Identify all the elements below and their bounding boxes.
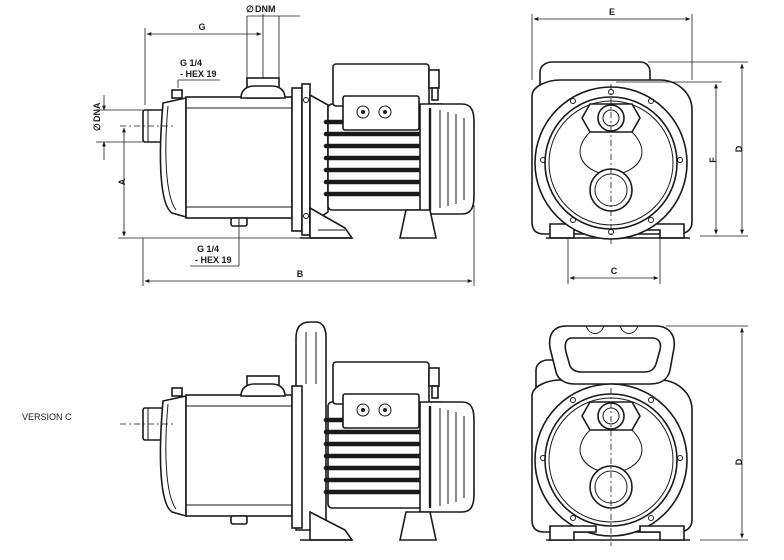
dimension-g-label: G xyxy=(198,22,205,32)
side-view-standard xyxy=(120,63,475,239)
front-view-version-c xyxy=(531,325,693,546)
dimension-dnm-label: DNM xyxy=(255,4,276,14)
dimension-c-label: C xyxy=(611,266,618,276)
dimension-f-label: F xyxy=(708,157,718,163)
dimension-e-label: E xyxy=(609,7,615,17)
bottom-plug-label-line2: - HEX 19 xyxy=(195,255,232,265)
side-view-dimensions: G ∅ DNM ∅ DNA A B G 1/4 - HEX 19 G 1/4 - xyxy=(92,4,475,286)
dimension-dna-label: DNA xyxy=(92,102,102,122)
dimension-d-label: D xyxy=(734,145,744,152)
top-plug-label-line2: - HEX 19 xyxy=(180,69,217,79)
dimension-b-label: B xyxy=(297,269,304,279)
dimension-a-label: A xyxy=(117,178,127,185)
bottom-plug-label-line1: G 1/4 xyxy=(197,244,219,254)
side-view-version-c xyxy=(120,321,475,541)
front-view-standard xyxy=(531,61,693,244)
dimension-dnm-symbol: ∅ xyxy=(246,4,254,14)
top-plug-label-line1: G 1/4 xyxy=(180,58,202,68)
dimension-dna-symbol: ∅ xyxy=(92,123,102,131)
version-c-label: VERSION C xyxy=(22,412,72,422)
version-c-dimensions: D xyxy=(666,325,748,541)
version-c-dimension-d-label: D xyxy=(734,458,744,465)
front-view-dimensions: E F D C xyxy=(531,7,748,284)
